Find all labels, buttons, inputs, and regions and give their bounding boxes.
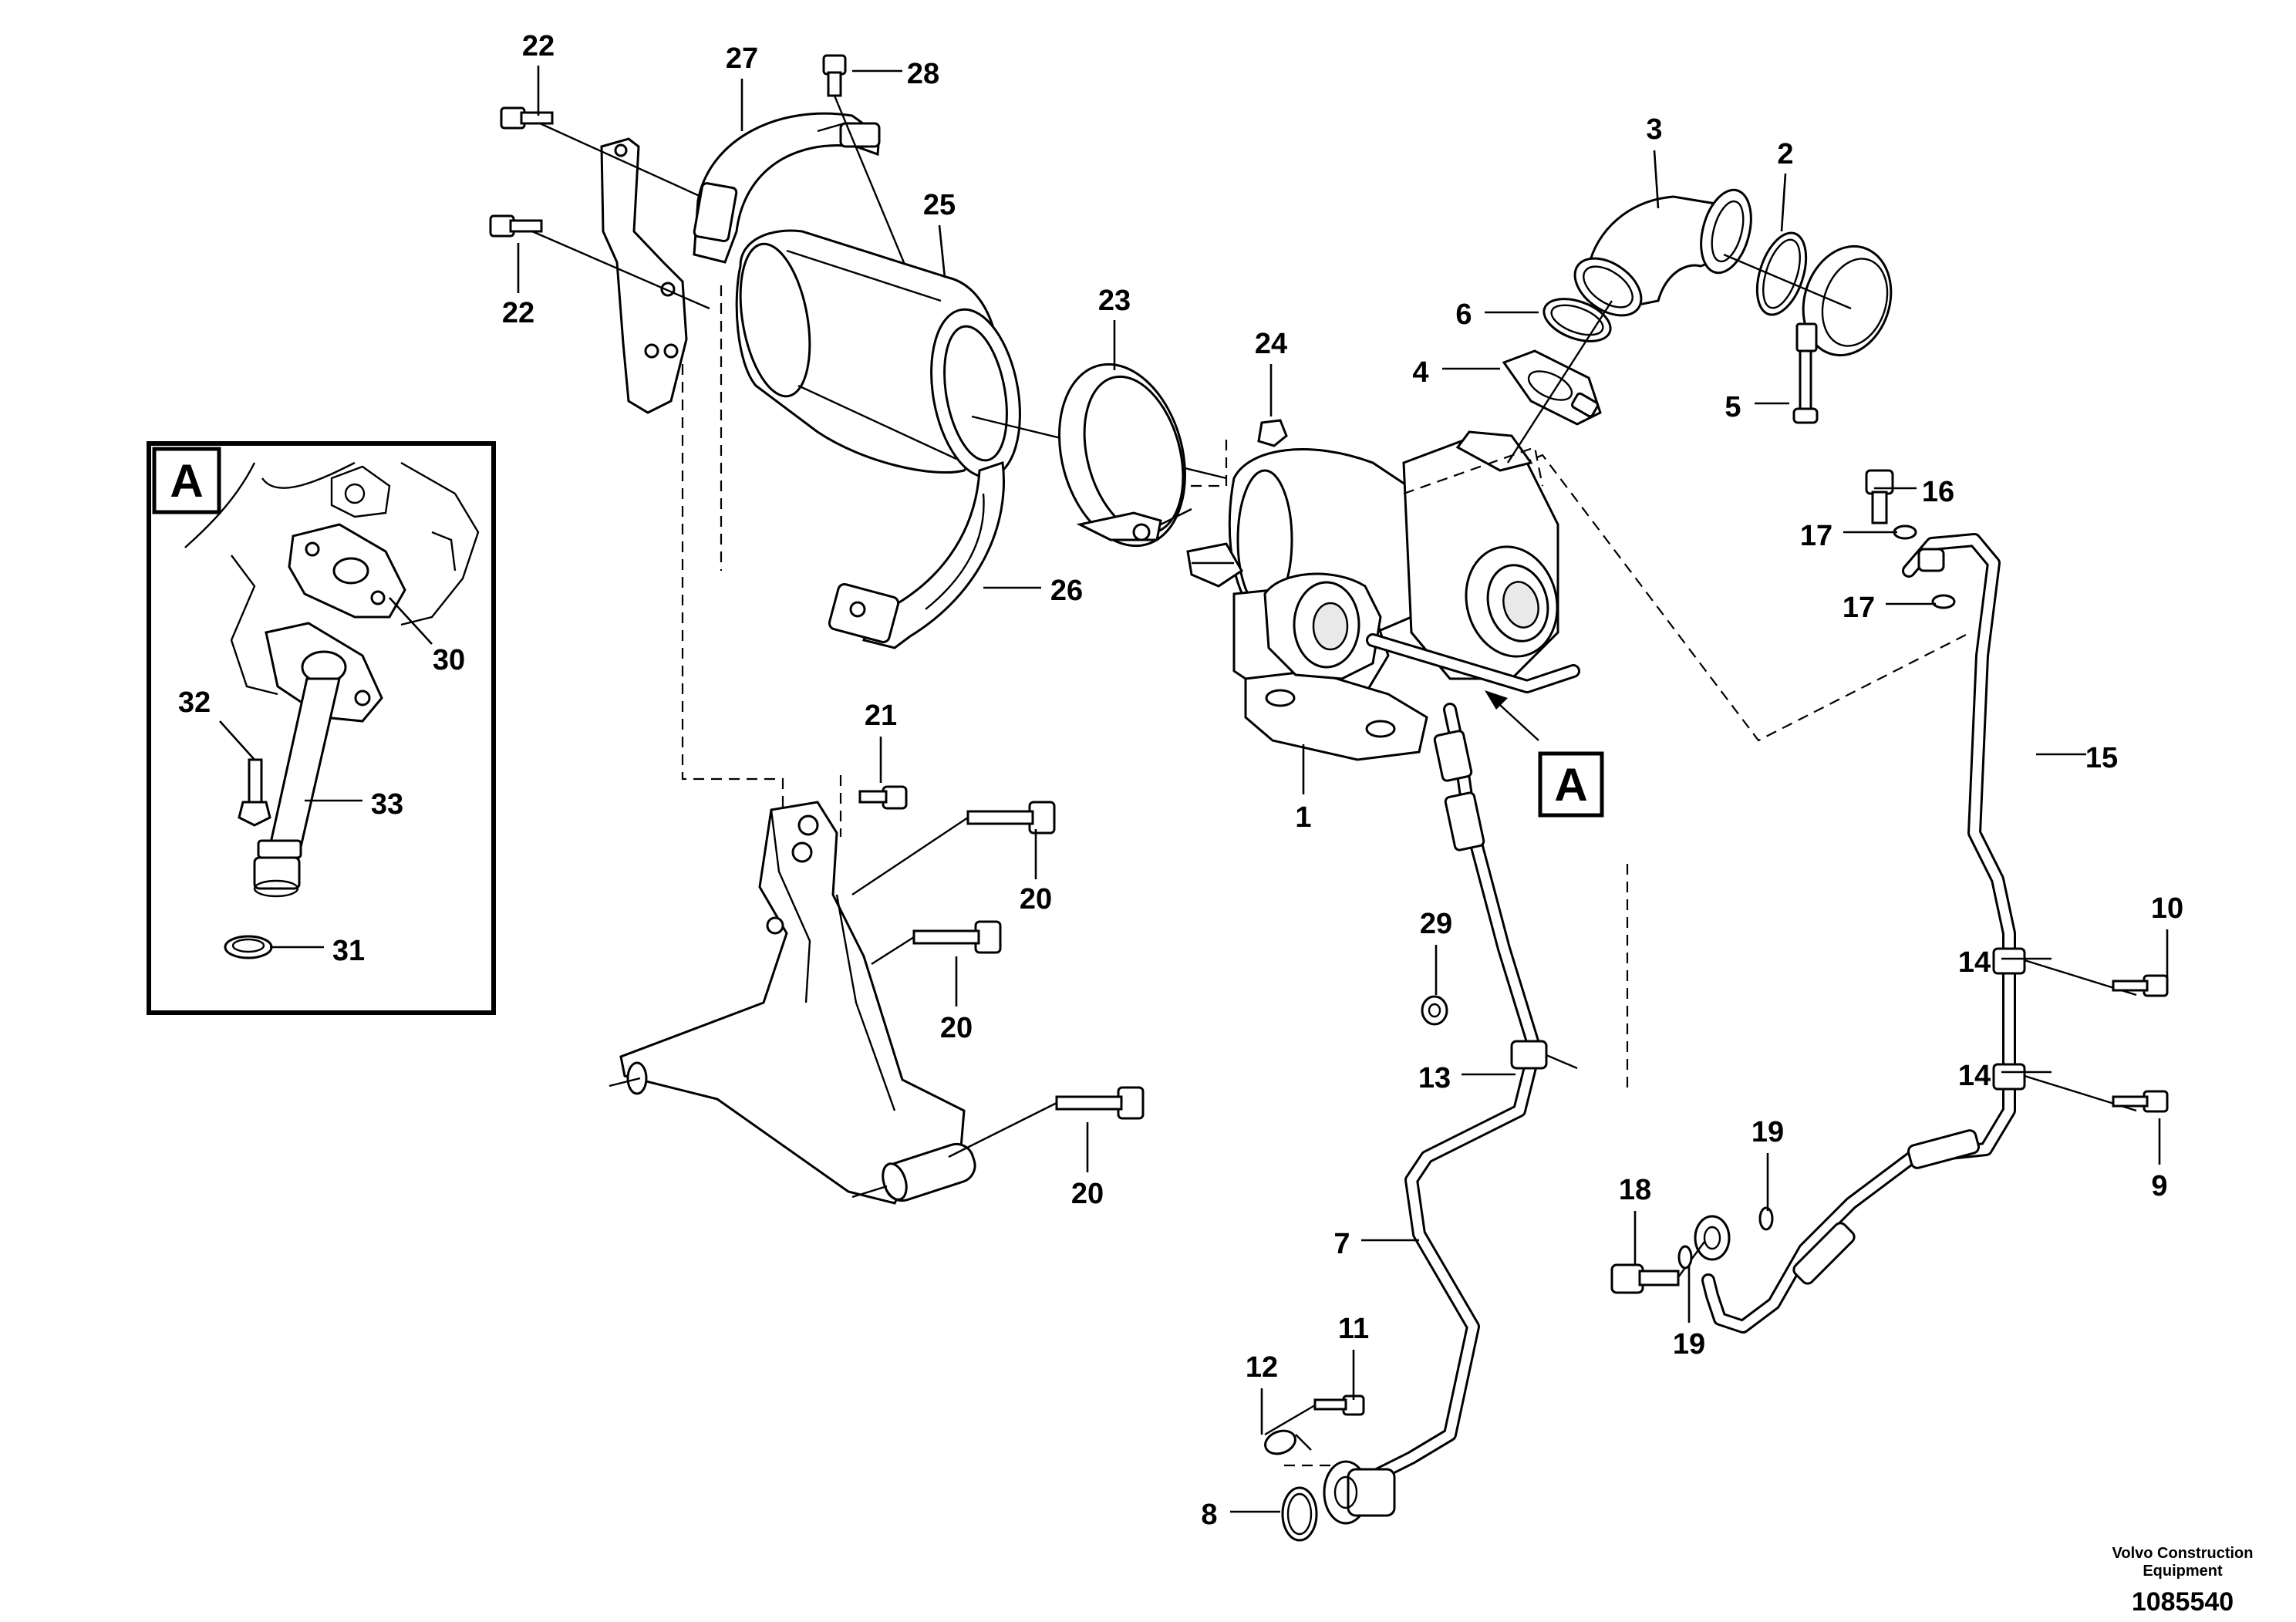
o-ring-8 [1281, 1486, 1318, 1542]
callout-27: 27 [726, 42, 758, 75]
callout-leader-30 [389, 597, 433, 645]
clamp-half-26 [828, 460, 1005, 649]
bolt-22-upper [500, 106, 710, 202]
footer-company: Volvo Construction [2112, 1545, 2254, 1562]
banjo-bolt-18 [1610, 1241, 1705, 1294]
callout-8: 8 [1201, 1499, 1217, 1531]
callout-7: 7 [1333, 1228, 1350, 1260]
callout-leader-3 [1653, 150, 1660, 209]
callout-20c: 20 [1071, 1178, 1104, 1210]
callout-17b: 17 [1843, 592, 1875, 624]
callout-16: 16 [1922, 476, 1954, 508]
reference-a-tag: A [1485, 690, 1604, 818]
callout-9: 9 [2151, 1170, 2167, 1202]
nut-24 [1257, 419, 1288, 447]
heat-shield-sleeve-25 [735, 229, 1021, 479]
detail-a-panel: A [147, 441, 496, 1015]
callout-21: 21 [865, 700, 897, 732]
bolt-11 [1264, 1394, 1365, 1436]
callout-26: 26 [1050, 575, 1083, 607]
support-bracket [609, 801, 976, 1205]
oil-feed-pipe-15 [1694, 533, 2137, 1334]
callout-leader-2 [1780, 173, 1787, 232]
drawing-number: 1085540 [2132, 1587, 2234, 1617]
callout-10: 10 [2151, 892, 2183, 925]
callout-31: 31 [332, 935, 365, 967]
turbocharger-1 [1186, 430, 1580, 761]
callout-12: 12 [1246, 1351, 1278, 1384]
heat-shield-plate [600, 137, 688, 414]
bolt-22-lower [489, 214, 710, 310]
callout-2: 2 [1777, 138, 1793, 170]
callout-5: 5 [1725, 391, 1741, 423]
callout-labels: 1234567891011121314141516171718191920202… [178, 30, 2183, 1531]
assembly-guide-lines [681, 285, 1971, 1467]
callout-17: 17 [1800, 520, 1832, 552]
callout-29: 29 [1420, 908, 1452, 940]
callout-32: 32 [178, 686, 211, 719]
callout-4: 4 [1412, 356, 1428, 389]
callout-28: 28 [907, 58, 939, 90]
callout-1: 1 [1295, 801, 1311, 834]
hose-clamp-right [1795, 244, 1893, 357]
oil-drain-pipe-7 [1323, 703, 1578, 1525]
banjo-bolt-16 [1865, 469, 1894, 524]
callout-20: 20 [1020, 883, 1052, 916]
callout-leader-32 [219, 720, 255, 760]
callout-13: 13 [1418, 1062, 1451, 1094]
callout-6: 6 [1455, 298, 1472, 331]
intake-elbow-3 [1573, 188, 1752, 317]
detail-a-label: A [170, 455, 203, 507]
callout-25: 25 [923, 189, 956, 221]
callout-20b: 20 [940, 1012, 973, 1044]
clamp-half-27 [693, 112, 881, 264]
callout-19: 19 [1752, 1116, 1784, 1148]
v-band-clamp-23 [1058, 363, 1192, 548]
axis-line-hose-clamp [1723, 253, 1852, 310]
callout-30: 30 [433, 644, 465, 676]
callout-23: 23 [1098, 285, 1131, 317]
callout-3: 3 [1646, 113, 1662, 146]
axis-line-intake [1506, 300, 1613, 464]
callout-15: 15 [2085, 742, 2118, 774]
nut-29 [1421, 995, 1448, 1026]
bolt-20-lower [948, 1086, 1145, 1158]
callout-24: 24 [1255, 328, 1287, 360]
footer: Volvo Construction Equipment 1085540 [2112, 1545, 2254, 1617]
callout-22b: 22 [502, 297, 534, 329]
bolt-20-upper [851, 801, 1056, 895]
callout-18: 18 [1619, 1174, 1651, 1206]
clip-12 [1264, 1429, 1312, 1455]
screw-5 [1792, 349, 1819, 424]
callout-22: 22 [522, 30, 555, 62]
bolt-10 [2112, 974, 2169, 997]
callout-leader-25 [938, 224, 946, 278]
callout-14: 14 [1958, 946, 1991, 979]
callout-14b: 14 [1958, 1060, 1991, 1092]
o-ring-2 [1755, 231, 1808, 316]
callout-11: 11 [1338, 1313, 1369, 1345]
washers-19 [1677, 1206, 1774, 1270]
clamp-4 [1502, 349, 1602, 426]
reference-a-label: A [1554, 759, 1587, 811]
bolt-21 [858, 785, 908, 810]
bolt-20-middle [871, 920, 1002, 966]
callout-33: 33 [371, 788, 403, 821]
bolt-9 [2112, 1090, 2169, 1113]
callout-19b: 19 [1673, 1328, 1705, 1361]
footer-company-line2: Equipment [2143, 1563, 2223, 1580]
